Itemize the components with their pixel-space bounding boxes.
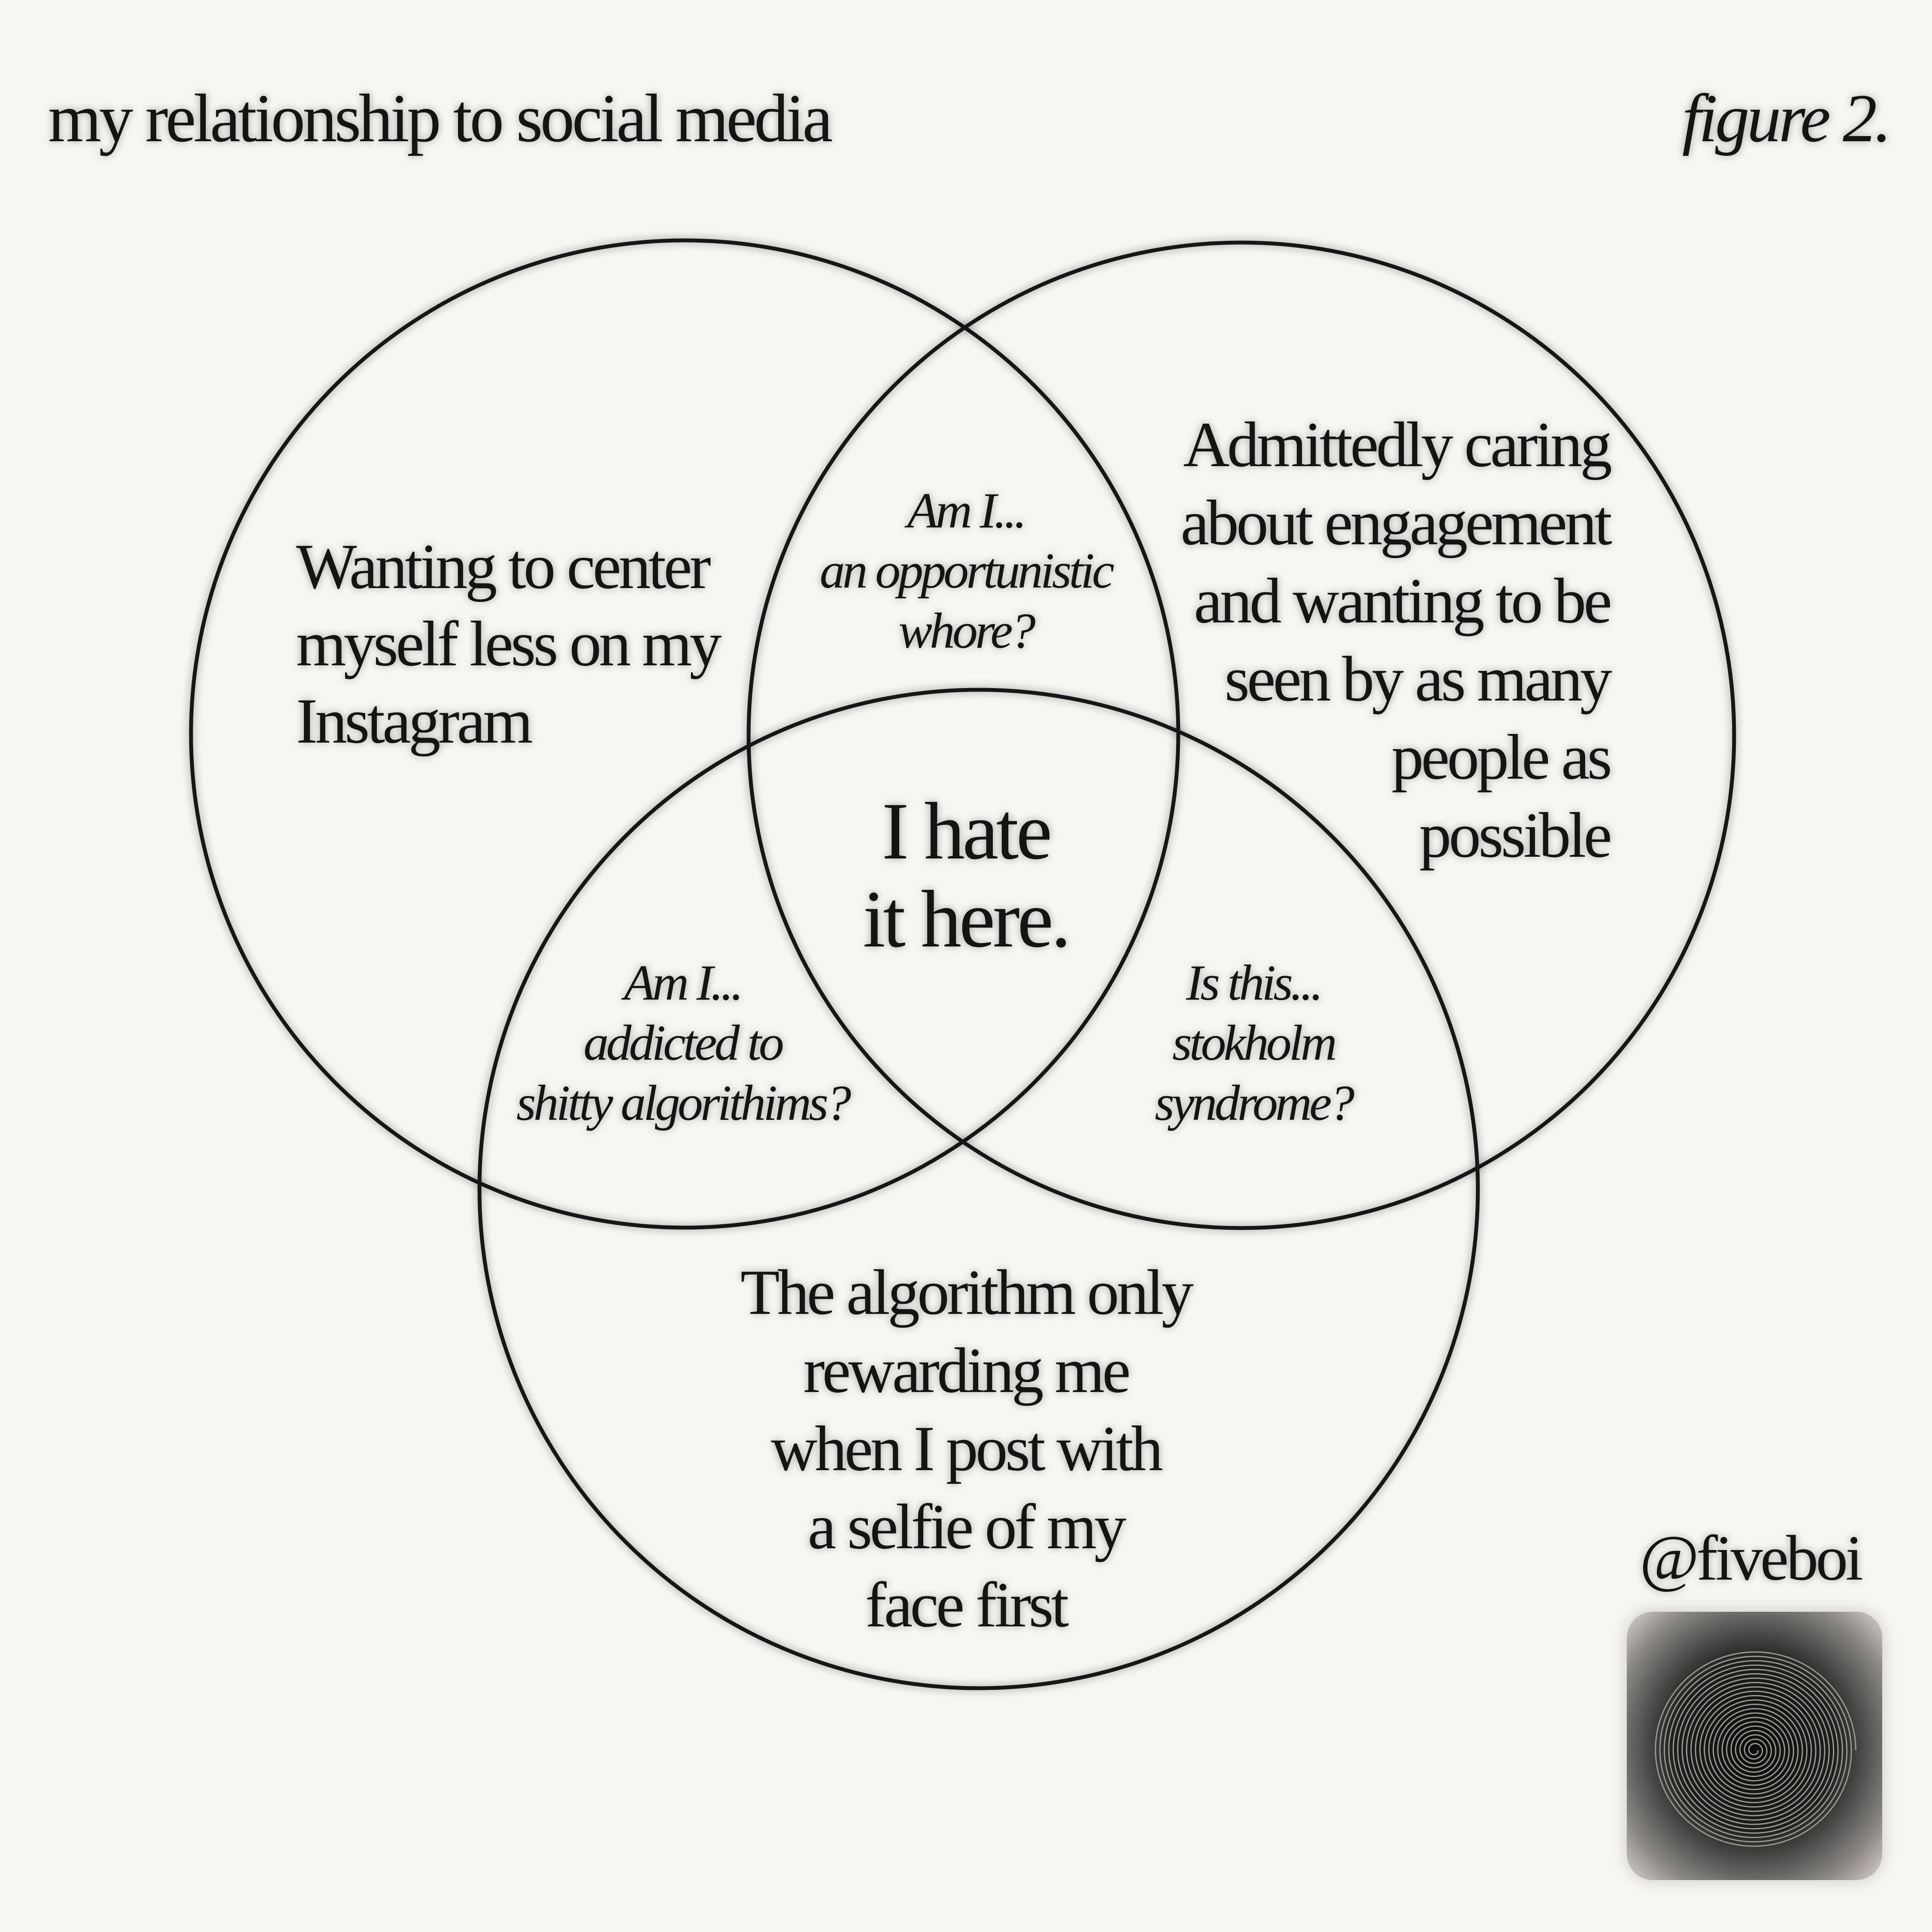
venn-circle-bottom [477,688,1480,1690]
page-title: my relationship to social media [48,80,833,156]
bottom-text-line: when I post with [770,1413,1163,1484]
right-overlap-text: Is this... stokholm syndrome? [1082,953,1425,1133]
left-text-line: myself less on my [296,608,722,679]
right-text-line: and wanting to be [1194,565,1612,637]
top-overlap-line: whore? [898,603,1036,659]
top-overlap-line: Am I... [907,482,1027,539]
left-text-line: Wanting to center [296,531,711,602]
bottom-circle-text: The algorithm only rewarding me when I p… [687,1253,1245,1644]
right-text-line: Admittedly caring [1183,409,1612,480]
author-handle: @fiveboi [1640,1523,1863,1594]
figure-label: figure 2. [1682,80,1892,156]
right-text-line: possible [1419,800,1612,871]
left-overlap-line: shitty algorithims? [516,1075,851,1131]
bottom-text-line: a selfie of my [807,1491,1127,1562]
left-circle-text: Wanting to center myself less on my Inst… [296,528,760,760]
top-overlap-line: an opportunistic [819,543,1115,599]
bottom-text-line: face first [865,1569,1069,1641]
left-overlap-line: addicted to [583,1015,784,1071]
top-overlap-text: Am I... an opportunistic whore? [760,481,1172,661]
venn-circle-right [746,240,1736,1230]
right-overlap-line: syndrome? [1155,1075,1354,1131]
venn-circle-left [189,238,1180,1230]
spiral-logo-icon [1627,1612,1882,1880]
right-circle-text: Admittedly caring about engagement and w… [1125,406,1612,874]
left-overlap-text: Am I... addicted to shitty algorithims? [485,953,880,1133]
right-overlap-line: Is this... [1186,955,1323,1011]
center-overlap-text: I hate it here. [794,788,1137,964]
right-overlap-line: stokholm [1172,1015,1337,1071]
right-text-line: seen by as many [1224,643,1612,715]
left-text-line: Instagram [296,685,533,757]
center-text-line: it here. [863,874,1071,964]
left-overlap-line: Am I... [624,955,744,1011]
bottom-text-line: rewarding me [803,1335,1131,1406]
bottom-text-line: The algorithm only [740,1257,1194,1328]
right-text-line: people as [1391,722,1612,793]
center-text-line: I hate [882,786,1052,877]
right-text-line: about engagement [1180,487,1612,558]
